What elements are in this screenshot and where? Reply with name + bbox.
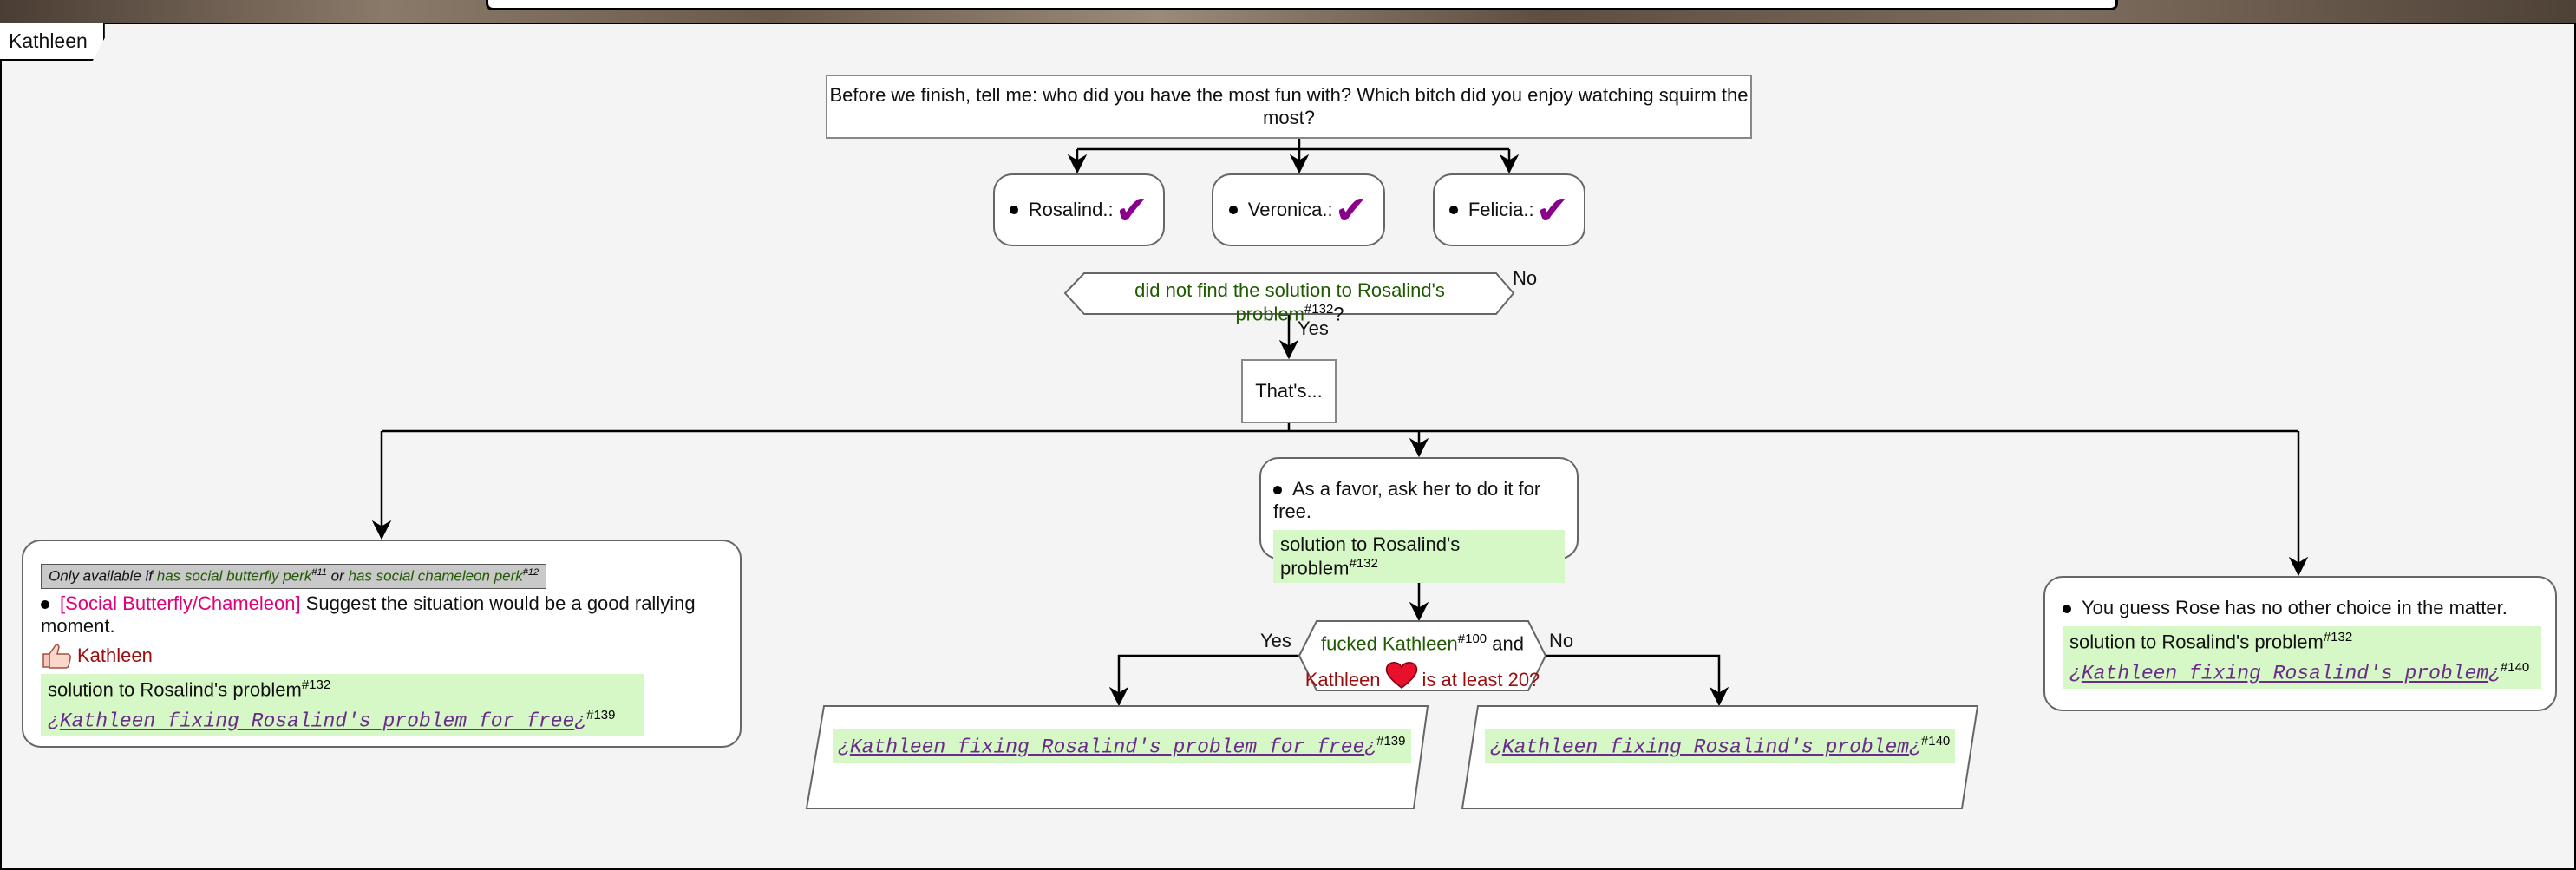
outcome-no-link[interactable]: Kathleen fixing Rosalind's problem [1501, 736, 1910, 759]
decision2-line1: fucked Kathleen [1321, 632, 1458, 655]
right-link-bar: ¿Kathleen fixing Rosalind's problem¿#140 [2063, 657, 2541, 689]
choice-label: Felicia.: [1468, 199, 1534, 220]
bullet-icon [1009, 206, 1018, 214]
left-option-text: Suggest the situation would be a good ra… [41, 592, 696, 637]
decision2-ref: #100 [1457, 631, 1487, 646]
question-text: Before we finish, tell me: who did you h… [829, 84, 1749, 128]
perk1-ref: #11 [311, 567, 327, 579]
left-option-node[interactable]: Only available if has social butterfly p… [22, 540, 742, 748]
decision1-no-label: No [1513, 267, 1538, 289]
bullet-icon [1273, 486, 1282, 495]
bullet-icon [1448, 206, 1458, 214]
link-close-glyph: ¿ [2488, 662, 2501, 685]
link-close-glyph: ¿ [1909, 736, 1921, 759]
question-node: Before we finish, tell me: who did you h… [826, 75, 1752, 139]
right-option-text: You guess Rose has no other choice in th… [2082, 597, 2507, 618]
decision2-and: and [1492, 632, 1524, 655]
perk2: has social chameleon perk [348, 568, 523, 585]
checkmark-icon: ✔ [1535, 187, 1570, 232]
left-link[interactable]: Kathleen fixing Rosalind's problem for f… [59, 710, 575, 733]
left-flag: solution to Rosalind's problem#132 [41, 674, 644, 705]
middle-option-node[interactable]: As a favor, ask her to do it for free. s… [1259, 457, 1579, 584]
thats-node: That's... [1241, 359, 1337, 423]
or-word: or [330, 568, 344, 585]
link-open-glyph: ¿ [48, 710, 60, 733]
left-link-bar: ¿Kathleen fixing Rosalind's problem for … [41, 704, 644, 736]
checkmark-icon: ✔ [1334, 187, 1369, 232]
choice-label: Rosalind.: [1028, 199, 1114, 220]
left-link-ref: #139 [586, 708, 616, 723]
right-flag-ref: #132 [2323, 630, 2353, 644]
character-tab-label: Kathleen [9, 29, 88, 52]
perk-tag: [Social Butterfly/Chameleon] [60, 592, 301, 614]
choice-rosalind[interactable]: Rosalind.: ✔ [993, 173, 1165, 246]
availability-box: Only available if has social butterfly p… [41, 564, 547, 589]
link-open-glyph: ¿ [2069, 662, 2082, 685]
outcome-no-bar: ¿Kathleen fixing Rosalind's problem¿#140 [1485, 729, 1956, 764]
outcome-yes-bar: ¿Kathleen fixing Rosalind's problem for … [833, 729, 1411, 764]
left-flag-text: solution to Rosalind's problem [48, 678, 302, 701]
availability-prefix: Only available if [49, 568, 154, 585]
checkmark-icon: ✔ [1115, 187, 1149, 232]
approval-name: Kathleen [77, 644, 153, 666]
right-flag: solution to Rosalind's problem#132 [2063, 626, 2541, 657]
link-open-glyph: ¿ [1490, 736, 1502, 759]
decision1-suffix: ? [1333, 303, 1344, 325]
decision2-text: fucked Kathleen#100 and Kathleen is at l… [1301, 623, 1544, 700]
decision1-condition: did not find the solution to Rosalind's … [1134, 279, 1445, 325]
thats-text: That's... [1255, 380, 1323, 402]
middle-flag-text: solution to Rosalind's problem [1280, 533, 1461, 579]
link-open-glyph: ¿ [838, 736, 850, 759]
bullet-icon [41, 600, 49, 610]
choice-felicia[interactable]: Felicia.: ✔ [1433, 173, 1585, 246]
perk2-ref: #12 [522, 567, 539, 579]
decision1-text: did not find the solution to Rosalind's … [1086, 279, 1494, 325]
right-option-node[interactable]: You guess Rose has no other choice in th… [2043, 576, 2557, 711]
decision2-name: Kathleen [1304, 669, 1381, 691]
middle-flag: solution to Rosalind's problem#132 [1273, 530, 1565, 584]
character-tab[interactable]: Kathleen [0, 23, 105, 61]
middle-flag-ref: #132 [1349, 556, 1378, 571]
outcome-no-node[interactable]: ¿Kathleen fixing Rosalind's problem¿#140 [1485, 729, 1971, 764]
perk1: has social butterfly perk [156, 568, 312, 585]
right-flag-text: solution to Rosalind's problem [2069, 631, 2324, 653]
outcome-yes-node[interactable]: ¿Kathleen fixing Rosalind's problem for … [833, 729, 1414, 764]
bullet-icon [2063, 605, 2071, 614]
decision1-yes-label: Yes [1298, 317, 1329, 339]
decision2-no-label: No [1549, 630, 1574, 651]
outcome-yes-ref: #139 [1376, 734, 1406, 749]
decision2-yes-label: Yes [1260, 630, 1291, 651]
choice-label: Veronica.: [1247, 199, 1333, 220]
thumbs-up-icon [41, 643, 74, 669]
link-close-glyph: ¿ [574, 710, 587, 733]
outcome-yes-link[interactable]: Kathleen fixing Rosalind's problem for f… [849, 736, 1365, 759]
choice-veronica[interactable]: Veronica.: ✔ [1212, 173, 1385, 246]
decision2-rest: is at least 20? [1422, 669, 1540, 691]
right-link[interactable]: Kathleen fixing Rosalind's problem [2081, 662, 2489, 685]
bullet-icon [1228, 206, 1238, 214]
previous-node-edge [486, 0, 2118, 10]
decision1-ref: #132 [1304, 302, 1334, 317]
heart-icon [1384, 660, 1419, 700]
outcome-no-ref: #140 [1920, 734, 1951, 749]
link-close-glyph: ¿ [1364, 736, 1377, 759]
right-link-ref: #140 [2500, 660, 2530, 676]
middle-option-text: As a favor, ask her to do it for free. [1273, 478, 1541, 522]
left-flag-ref: #132 [301, 677, 331, 692]
